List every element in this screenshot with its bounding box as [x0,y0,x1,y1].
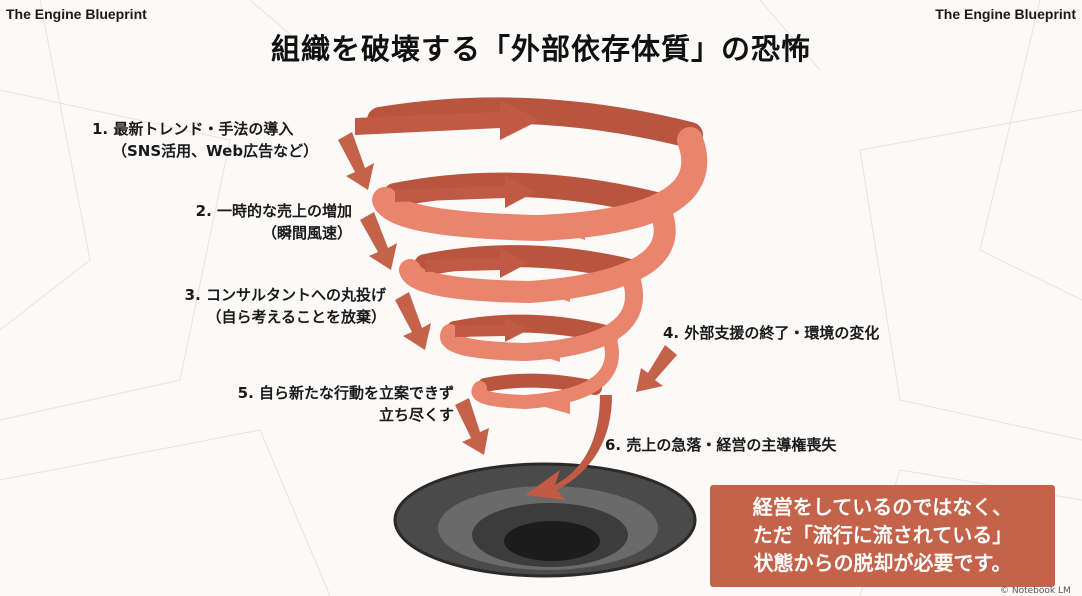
step-3-line2: （自ら考えることを放棄） [206,308,386,326]
step-2-label: 2. 一時的な売上の増加 （瞬間風速） [172,200,352,244]
brand-logo-right: The Engine Blueprint [935,6,1076,22]
step-1-label: 1. 最新トレンド・手法の導入 （SNS活用、Web広告など） [92,118,318,162]
step-4-label: 4. 外部支援の終了・環境の変化 [663,322,879,344]
hole-graphic [393,462,697,578]
callout-line-2: ただ「流行に流されている」 [752,523,1013,547]
step-4-line1: 4. 外部支援の終了・環境の変化 [663,324,880,342]
step-3-label: 3. コンサルタントへの丸投げ （自ら考えることを放棄） [150,284,386,328]
callout-line-1: 経営をしているのではなく、 [752,495,1013,519]
step-5-line2: 立ち尽くす [378,406,454,424]
step-1-line1: 1. 最新トレンド・手法の導入 [92,120,294,138]
step-2-line2: （瞬間風速） [261,224,352,242]
step-3-line1: 3. コンサルタントへの丸投げ [184,286,386,304]
page-title: 組織を破壊する「外部依存体質」の恐怖 [270,32,811,66]
conclusion-callout: 経営をしているのではなく、 ただ「流行に流されている」 状態からの脱却が必要です… [710,485,1055,587]
step-2-line1: 2. 一時的な売上の増加 [195,202,352,220]
step-6-line1: 6. 売上の急落・経営の主導権喪失 [605,436,837,454]
step-1-line2: （SNS活用、Web広告など） [112,142,319,160]
step-6-label: 6. 売上の急落・経営の主導権喪失 [605,434,836,456]
callout-line-3: 状態からの脱却が必要です。 [753,551,1012,575]
step-5-label: 5. 自ら新たな行動を立案できず 立ち尽くす [200,382,454,426]
brand-logo-left: The Engine Blueprint [6,6,147,22]
credit-text: © Notebook LM [1000,586,1071,596]
step-5-line1: 5. 自ら新たな行動を立案できず [237,384,454,402]
